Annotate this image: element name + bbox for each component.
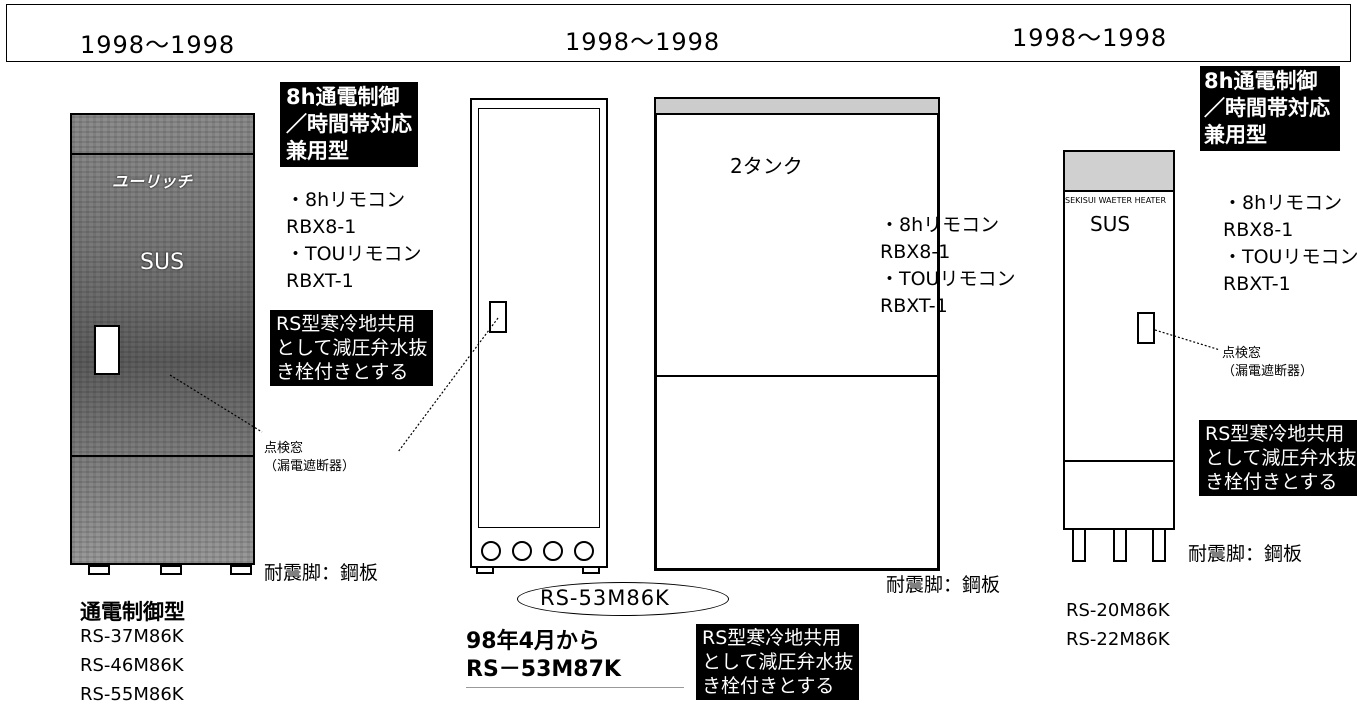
left-inspection-window-label: 点検窓 （漏電遮断器）: [264, 441, 356, 474]
center-wide-cabinet: [654, 97, 940, 571]
center-model-ellipse: [517, 582, 729, 616]
left-legs-label: 耐震脚：鋼板: [264, 562, 379, 584]
center-narrow-cabinet: [470, 98, 608, 568]
right-maker-label: SEKISUI WAETER HEATER: [1065, 196, 1167, 205]
right-legs-label: 耐震脚：鋼板: [1188, 543, 1303, 565]
left-model-1: RS-37M86K: [80, 626, 184, 647]
center-tank-label: 2タンク: [730, 154, 803, 178]
center-remote-list: ・8hリモコン RBX8-1 ・TOUリモコン RBXT-1: [880, 214, 1016, 317]
right-model-2: RS-22M86K: [1066, 629, 1170, 650]
center-leg: [476, 566, 494, 574]
center-wide-divider: [656, 375, 938, 377]
right-inspection-window-label: 点検窓 （漏電遮断器）: [1222, 346, 1314, 379]
year-label-left: 1998～1998: [80, 31, 236, 59]
right-heater-cabinet: [1063, 150, 1175, 530]
left-control-badge: 8h通電制御 ／時間帯対応 兼用型: [280, 82, 418, 167]
center-window-leader: [397, 317, 499, 453]
center-note-underline: [466, 687, 684, 688]
right-window-leader: [1154, 329, 1221, 351]
right-model-1: RS-20M86K: [1066, 600, 1170, 621]
right-control-badge: 8h通電制御 ／時間帯対応 兼用型: [1200, 66, 1340, 151]
center-wide-top-trim: [656, 99, 938, 115]
left-type-label: 通電制御型: [80, 600, 185, 624]
right-cabinet-divider: [1065, 460, 1173, 462]
right-material-label: SUS: [1090, 212, 1131, 236]
center-narrow-door: [478, 108, 600, 528]
vent-circle: [512, 541, 532, 561]
left-remote-list: ・8hリモコン RBX8-1 ・TOUリモコン RBXT-1: [286, 189, 422, 292]
left-inspection-window: [94, 325, 120, 375]
left-heater-cabinet: [70, 113, 255, 565]
right-leg: [1113, 530, 1127, 562]
left-cold-region-note: RS型寒冷地共用 として減圧弁水抜 き栓付きとする: [270, 310, 434, 386]
right-cold-region-note: RS型寒冷地共用 として減圧弁水抜 き栓付きとする: [1199, 420, 1357, 496]
right-remote-list: ・8hリモコン RBX8-1 ・TOUリモコン RBXT-1: [1223, 192, 1357, 295]
center-model-circled: RS-53M86K: [540, 586, 670, 610]
vent-circle: [543, 541, 563, 561]
left-cabinet-divider: [70, 153, 255, 155]
right-leg: [1152, 530, 1166, 562]
left-window-leader: [169, 374, 263, 433]
vent-circle: [574, 541, 594, 561]
year-bar: [6, 4, 1351, 62]
vent-circle: [481, 541, 501, 561]
left-cabinet-divider: [70, 455, 255, 457]
left-brand-logo: ユーリッチ: [112, 172, 193, 191]
year-label-center: 1998～1998: [565, 28, 721, 56]
center-model-change-note: 98年4月から RS－53M87K: [466, 629, 621, 682]
left-material-label: SUS: [140, 250, 185, 275]
center-leg: [582, 566, 600, 574]
center-legs-label: 耐震脚：鋼板: [886, 574, 1001, 596]
left-leg: [160, 565, 182, 575]
right-leg: [1072, 530, 1086, 562]
left-model-2: RS-46M86K: [80, 655, 184, 676]
right-inspection-window: [1137, 312, 1155, 344]
year-label-right: 1998～1998: [1012, 24, 1168, 52]
center-vents: [477, 538, 601, 566]
left-leg: [230, 565, 252, 575]
left-model-3: RS-55M86K: [80, 684, 184, 705]
center-cold-region-note: RS型寒冷地共用 として減圧弁水抜 き栓付きとする: [696, 624, 860, 700]
right-top-panel: [1065, 152, 1173, 192]
left-leg: [88, 565, 110, 575]
